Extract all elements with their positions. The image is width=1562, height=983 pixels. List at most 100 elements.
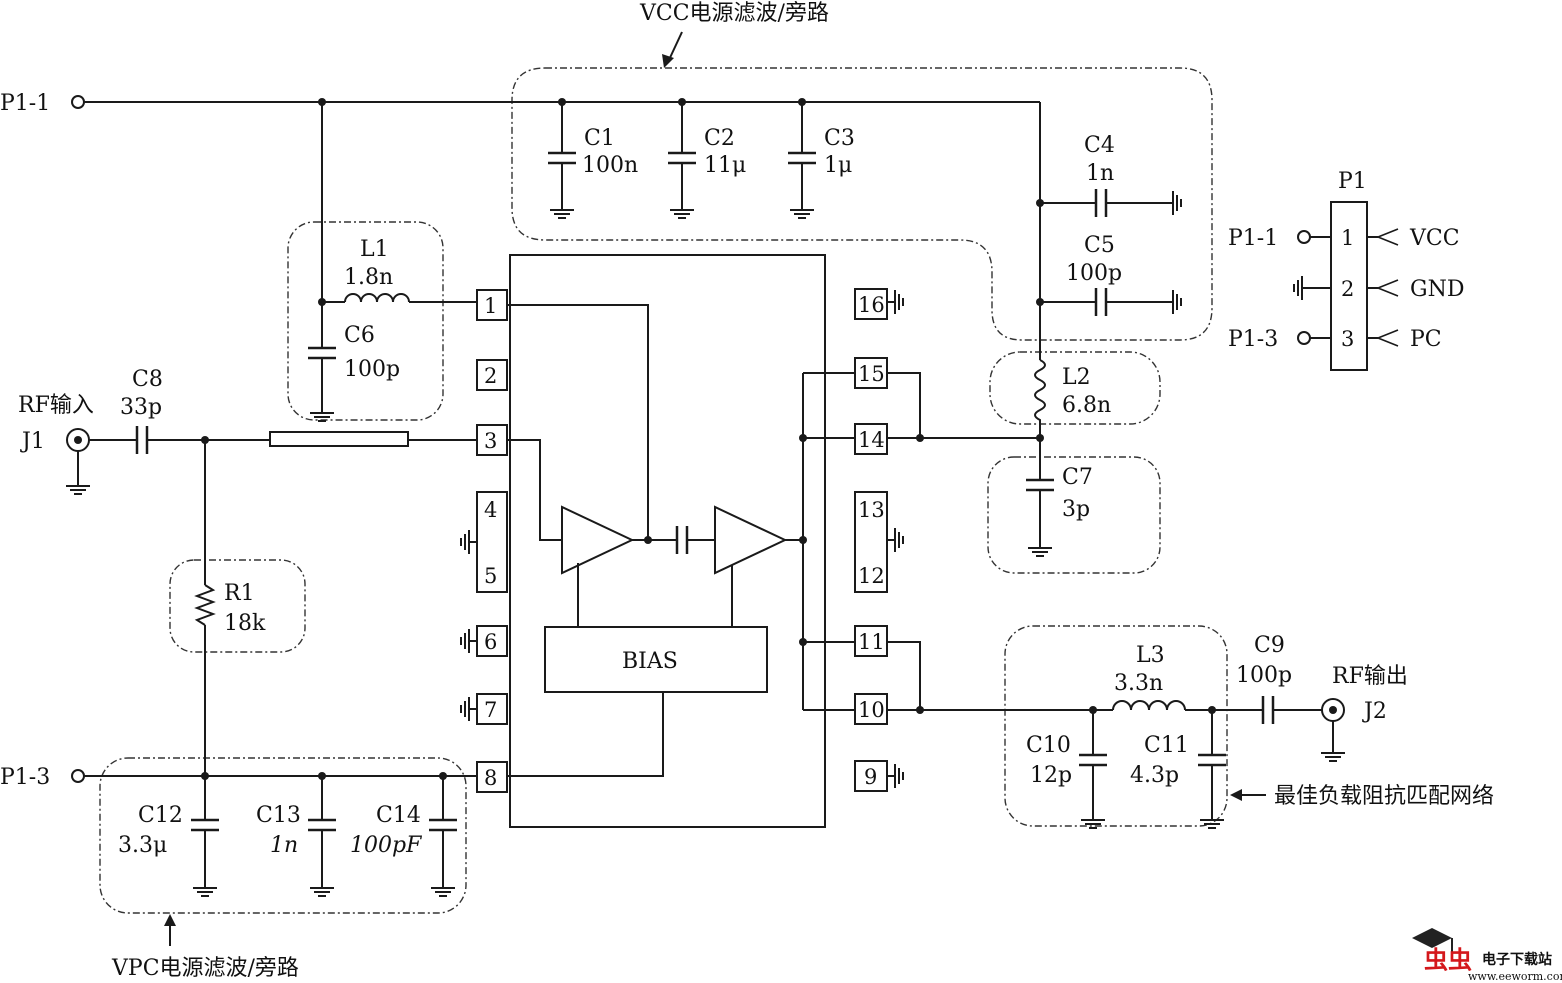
transmission-line — [269, 431, 409, 447]
pin-15: 15 — [858, 362, 885, 386]
pin-5: 5 — [484, 564, 497, 588]
vcc-filter-label: VCC电源滤波/旁路 — [639, 1, 829, 26]
r1-value: 18k — [224, 611, 266, 636]
bias-label: BIAS — [622, 649, 678, 674]
pin-2: 2 — [484, 364, 497, 388]
j2-label: J2 — [1362, 699, 1387, 724]
pin-14: 14 — [858, 428, 885, 452]
c2-ref: C2 — [704, 126, 735, 151]
c6-ref: C6 — [344, 323, 375, 348]
pin-1: 1 — [484, 294, 497, 318]
interstage-capacitor — [675, 524, 689, 556]
p1-1-port — [71, 95, 85, 109]
p1-connector-body — [1330, 201, 1368, 371]
bias-block — [544, 626, 768, 693]
j2-connector — [1320, 698, 1346, 762]
pin-12: 12 — [858, 564, 885, 588]
p1-3-label: P1-3 — [0, 765, 50, 790]
c6-value: 100p — [344, 357, 400, 382]
pin-16: 16 — [858, 293, 885, 317]
c3-value: 1μ — [824, 153, 852, 178]
c7-region — [987, 456, 1161, 574]
watermark-text: 电子下载站 — [1482, 951, 1552, 968]
pin-7: 7 — [484, 698, 497, 722]
l1-value: 1.8n — [344, 265, 393, 290]
c12-value: 3.3μ — [118, 833, 167, 858]
c11-value: 4.3p — [1130, 763, 1179, 788]
p1-1-label: P1-1 — [0, 91, 50, 116]
rf-in-label: RF输入 — [18, 393, 94, 418]
watermark-url: www.eeworm.com — [1468, 970, 1562, 983]
inductor-l3 — [1112, 700, 1186, 711]
l2-value: 6.8n — [1062, 393, 1111, 418]
c7-value: 3p — [1062, 497, 1090, 522]
capacitor-c2 — [666, 102, 698, 219]
c1-ref: C1 — [584, 126, 615, 151]
j1-connector — [65, 428, 91, 495]
capacitor-c14 — [427, 776, 459, 897]
inductor-l1 — [322, 293, 477, 303]
l3-ref: L3 — [1136, 643, 1165, 668]
capacitor-c8 — [89, 424, 270, 456]
inductor-l2 — [1034, 359, 1046, 438]
p1-signal-gnd: GND — [1410, 277, 1464, 302]
c9-value: 100p — [1236, 663, 1292, 688]
pin-10: 10 — [858, 698, 885, 722]
c4-value: 1n — [1086, 161, 1114, 186]
capacitor-c1 — [546, 102, 578, 219]
capacitor-c7 — [1024, 438, 1056, 557]
c9-ref: C9 — [1254, 633, 1285, 658]
capacitor-c5 — [1040, 286, 1182, 318]
p1-3-port — [71, 769, 85, 783]
p1-row1-port: P1-1 — [1228, 226, 1278, 251]
c14-ref: C14 — [376, 803, 421, 828]
c13-value: 1n — [270, 833, 298, 858]
capacitor-c12 — [189, 776, 221, 897]
r1-region — [169, 559, 306, 653]
c12-ref: C12 — [138, 803, 183, 828]
p1-title: P1 — [1338, 169, 1367, 194]
j1-label: J1 — [20, 429, 45, 454]
capacitor-c9 — [1261, 694, 1322, 726]
c1-value: 100n — [582, 153, 638, 178]
pin-8: 8 — [484, 766, 497, 790]
p1-pin-1: 1 — [1341, 226, 1354, 250]
capacitor-c3 — [786, 102, 818, 219]
c2-value: 11μ — [704, 153, 746, 178]
p1-signal-pc: PC — [1410, 327, 1442, 352]
c3-ref: C3 — [824, 126, 855, 151]
vpc-filter-label: VPC电源滤波/旁路 — [111, 956, 299, 981]
vcc-filter-region — [511, 67, 1213, 341]
capacitor-c11 — [1196, 710, 1228, 829]
c5-value: 100p — [1066, 261, 1122, 286]
amplifier-stage-2 — [714, 505, 788, 575]
pin-13: 13 — [858, 498, 885, 522]
arrow-icon — [164, 914, 176, 946]
watermark-brand: 虫虫 — [1424, 945, 1472, 974]
pin-6: 6 — [484, 630, 497, 654]
resistor-r1 — [194, 584, 216, 626]
p1-pin-3: 3 — [1341, 327, 1354, 351]
arrow-icon — [1230, 789, 1266, 801]
vpc-filter-region — [99, 757, 467, 914]
pin-3: 3 — [484, 429, 497, 453]
capacitor-c10 — [1077, 710, 1109, 829]
p1-pin-2: 2 — [1341, 277, 1354, 301]
p1-3-terminal — [1297, 331, 1311, 345]
r1-ref: R1 — [224, 581, 255, 606]
l2-ref: L2 — [1062, 365, 1091, 390]
capacitor-c13 — [306, 776, 338, 897]
ic-body — [509, 254, 826, 828]
c10-value: 12p — [1030, 763, 1072, 788]
rf-out-label: RF输出 — [1332, 664, 1408, 689]
p1-row3-port: P1-3 — [1228, 327, 1278, 352]
match-network-label: 最佳负载阻抗匹配网络 — [1274, 784, 1494, 809]
match-network-region — [1004, 625, 1228, 827]
pin-11: 11 — [858, 630, 885, 654]
pin-4: 4 — [484, 498, 497, 522]
amplifier-stage-1 — [561, 505, 635, 575]
c5-ref: C5 — [1084, 233, 1115, 258]
watermark: 虫虫 电子下载站 www.eeworm.com — [1412, 928, 1562, 983]
capacitor-c4 — [1040, 187, 1182, 219]
